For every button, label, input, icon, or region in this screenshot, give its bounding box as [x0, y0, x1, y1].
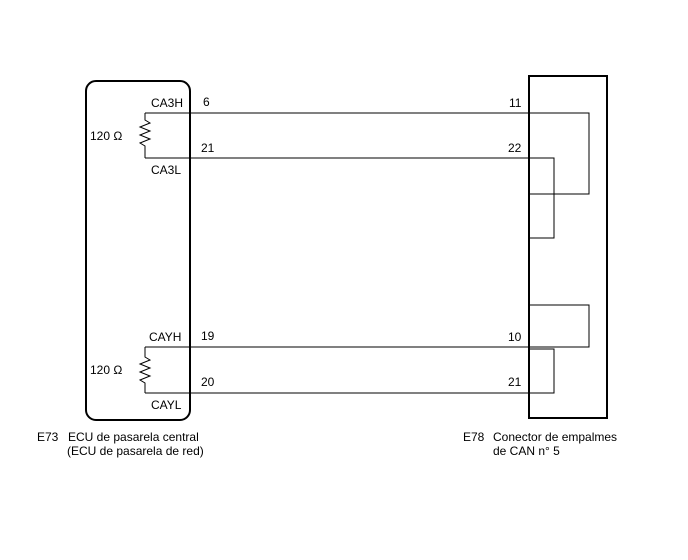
pin-21-ecu: 21 — [201, 141, 215, 155]
pin-19: 19 — [201, 329, 215, 343]
resistor-top — [138, 113, 152, 158]
resistor-bottom — [138, 347, 152, 393]
terminal-ca3l: CA3L — [151, 163, 181, 177]
pin-10: 10 — [508, 330, 522, 344]
terminal-cayl: CAYL — [151, 398, 182, 412]
pin-20: 20 — [201, 375, 215, 389]
ecu-name-line2: (ECU de pasarela de red) — [67, 444, 204, 458]
connector-name-line1: Conector de empalmes — [493, 430, 617, 444]
wire-ca3l — [190, 157, 555, 239]
terminal-cayh: CAYH — [149, 330, 181, 344]
wire-cayl — [190, 348, 555, 394]
ecu-code: E73 — [37, 430, 59, 444]
wire-ca3h — [190, 112, 590, 195]
pin-21-connector: 21 — [508, 375, 522, 389]
resistor-bottom-label: 120 Ω — [90, 363, 122, 377]
resistor-top-label: 120 Ω — [90, 129, 122, 143]
wire-cayh — [190, 304, 590, 348]
ecu-name-line1: ECU de pasarela central — [68, 430, 199, 444]
terminal-ca3h: CA3H — [151, 96, 183, 110]
connector-box — [528, 75, 608, 419]
ecu-box — [85, 80, 191, 421]
pin-11: 11 — [509, 96, 522, 110]
pin-22: 22 — [508, 141, 522, 155]
pin-6: 6 — [203, 95, 210, 109]
connector-code: E78 — [463, 430, 485, 444]
connector-name-line2: de CAN n° 5 — [493, 444, 560, 458]
